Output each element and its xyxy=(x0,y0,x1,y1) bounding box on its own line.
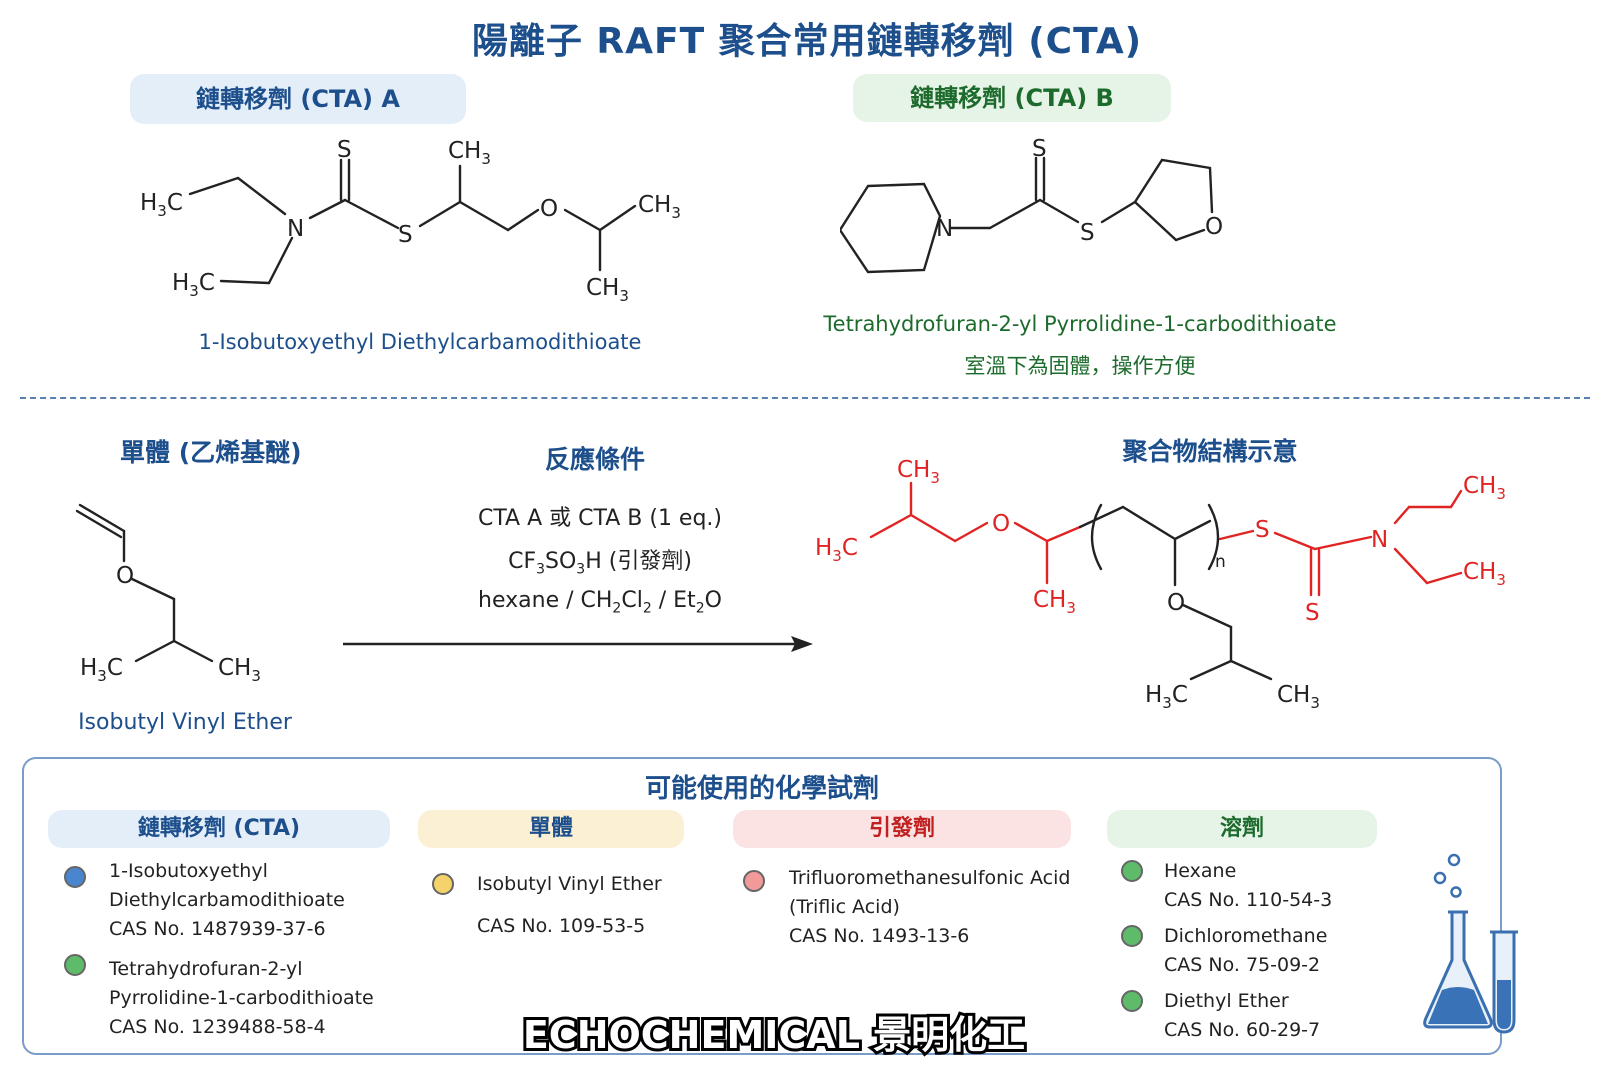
monomer-structure: O H3C CH3 xyxy=(75,503,261,685)
condition-solvents: hexane / CH2Cl2 / Et2O xyxy=(478,588,722,617)
svg-text:H3C: H3C xyxy=(1145,682,1188,712)
conditions-heading: 反應條件 xyxy=(544,445,645,474)
cta-b-structure: N S S O xyxy=(840,136,1223,274)
svg-text:H3C: H3C xyxy=(815,535,858,565)
svg-text:CH3: CH3 xyxy=(448,138,491,168)
cta-a-name: 1-Isobutoxyethyl Diethylcarbamodithioate xyxy=(198,330,642,354)
svg-text:O: O xyxy=(1167,590,1185,616)
svg-text:CH3: CH3 xyxy=(1463,559,1506,589)
cta-a-structure: H3C H3C N S S CH3 O CH3 CH3 xyxy=(140,137,681,305)
reaction-arrow xyxy=(343,636,813,652)
svg-text:S: S xyxy=(1305,600,1320,626)
cta-b-note: 室溫下為固體，操作方便 xyxy=(964,354,1196,378)
solvent-item-hexane: Hexane CAS No. 110-54-3 xyxy=(1164,860,1333,911)
cta-item-b: Tetrahydrofuran-2-yl Pyrrolidine-1-carbo… xyxy=(109,958,374,1038)
svg-text:S: S xyxy=(1080,220,1095,246)
condition-initiator: CF3SO3H (引發劑) xyxy=(508,549,692,578)
svg-text:CH3: CH3 xyxy=(1033,587,1076,617)
page-title: 陽離子 RAFT 聚合常用鏈轉移劑 (CTA) xyxy=(471,21,1143,62)
svg-text:O: O xyxy=(540,196,558,222)
polymer-heading: 聚合物結構示意 xyxy=(1122,437,1298,466)
cta-b-dot-icon xyxy=(64,954,86,976)
category-solvent: 溶劑 xyxy=(1107,810,1377,848)
polymer-structure: H3C CH3 O CH3 S S N CH3 CH3 n O H3C CH3 xyxy=(815,457,1506,712)
svg-text:CH3: CH3 xyxy=(218,655,261,685)
svg-text:CH3: CH3 xyxy=(586,275,629,305)
svg-text:N: N xyxy=(287,216,304,242)
condition-cta: CTA A 或 CTA B (1 eq.) xyxy=(477,506,723,531)
svg-text:CH3: CH3 xyxy=(1277,682,1320,712)
cta-b-label: 鏈轉移劑 (CTA) B xyxy=(853,74,1171,122)
initiator-dot-icon xyxy=(743,870,765,892)
svg-text:O: O xyxy=(1205,214,1223,240)
svg-text:N: N xyxy=(936,216,953,242)
svg-text:S: S xyxy=(1255,517,1270,543)
svg-text:ECHOCHEMICAL 景明化工: ECHOCHEMICAL 景明化工 xyxy=(523,1013,1025,1057)
diethyl-ether-dot-icon xyxy=(1121,990,1143,1012)
svg-text:O: O xyxy=(116,563,134,589)
svg-text:H3C: H3C xyxy=(80,655,123,685)
dichloromethane-dot-icon xyxy=(1121,925,1143,947)
svg-text:H3C: H3C xyxy=(172,270,215,300)
cta-a-dot-icon xyxy=(64,866,86,888)
monomer-name: Isobutyl Vinyl Ether xyxy=(78,710,292,735)
erlenmeyer-flask-icon xyxy=(1423,853,1518,1034)
reagents-panel xyxy=(22,757,1502,1055)
svg-text:H3C: H3C xyxy=(140,190,183,220)
svg-text:n: n xyxy=(1215,552,1226,572)
brand-watermark: ECHOCHEMICAL 景明化工 xyxy=(520,1010,1028,1060)
solvent-item-dichloromethane: Dichloromethane CAS No. 75-09-2 xyxy=(1164,925,1328,976)
monomer-dot-icon xyxy=(432,873,454,895)
cta-a-label: 鏈轉移劑 (CTA) A xyxy=(130,74,466,124)
svg-text:N: N xyxy=(1371,527,1388,553)
monomer-item: Isobutyl Vinyl Ether CAS No. 109-53-5 xyxy=(477,873,662,937)
svg-text:S: S xyxy=(337,137,352,163)
category-cta: 鏈轉移劑 (CTA) xyxy=(48,810,390,848)
test-tube-icon xyxy=(1490,930,1518,1034)
reagents-title: 可能使用的化學試劑 xyxy=(644,774,879,804)
svg-text:CH3: CH3 xyxy=(638,192,681,222)
svg-text:CH3: CH3 xyxy=(1463,473,1506,503)
svg-text:CH3: CH3 xyxy=(897,457,940,487)
section-divider xyxy=(20,397,1590,399)
category-initiator: 引發劑 xyxy=(733,810,1071,848)
cta-b-name: Tetrahydrofuran-2-yl Pyrrolidine-1-carbo… xyxy=(823,312,1337,336)
solvent-item-diethyl-ether: Diethyl Ether CAS No. 60-29-7 xyxy=(1164,990,1321,1041)
monomer-heading: 單體 (乙烯基醚) xyxy=(120,438,302,467)
category-monomer: 單體 xyxy=(418,810,684,848)
svg-text:S: S xyxy=(398,222,413,248)
initiator-item: Trifluoromethanesulfonic Acid (Triflic A… xyxy=(789,867,1071,947)
cta-item-a: 1-Isobutoxyethyl Diethylcarbamodithioate… xyxy=(109,860,345,940)
hexane-dot-icon xyxy=(1121,860,1143,882)
svg-text:S: S xyxy=(1032,136,1047,162)
svg-text:O: O xyxy=(992,511,1010,537)
